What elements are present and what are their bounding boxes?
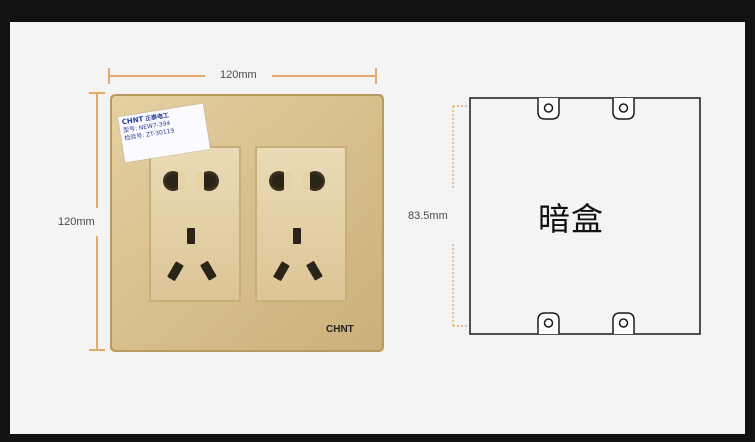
brand-logo: CHNT <box>326 324 354 335</box>
illustration <box>89 68 701 352</box>
box-label: 暗盒 <box>538 200 605 238</box>
height-label: 120mm <box>58 216 95 228</box>
socket-left <box>163 171 219 281</box>
height-dimension <box>89 92 105 351</box>
socket-right <box>269 171 325 281</box>
mounting-box <box>469 97 701 335</box>
width-dimension <box>108 68 377 84</box>
box-height-label: 83.5mm <box>408 210 448 222</box>
product-image: CHNT 正泰电工 型号: NEW7-394 检验号: ZT-30119 120… <box>10 22 745 434</box>
wall-plate <box>110 94 384 352</box>
width-label: 120mm <box>220 69 257 81</box>
